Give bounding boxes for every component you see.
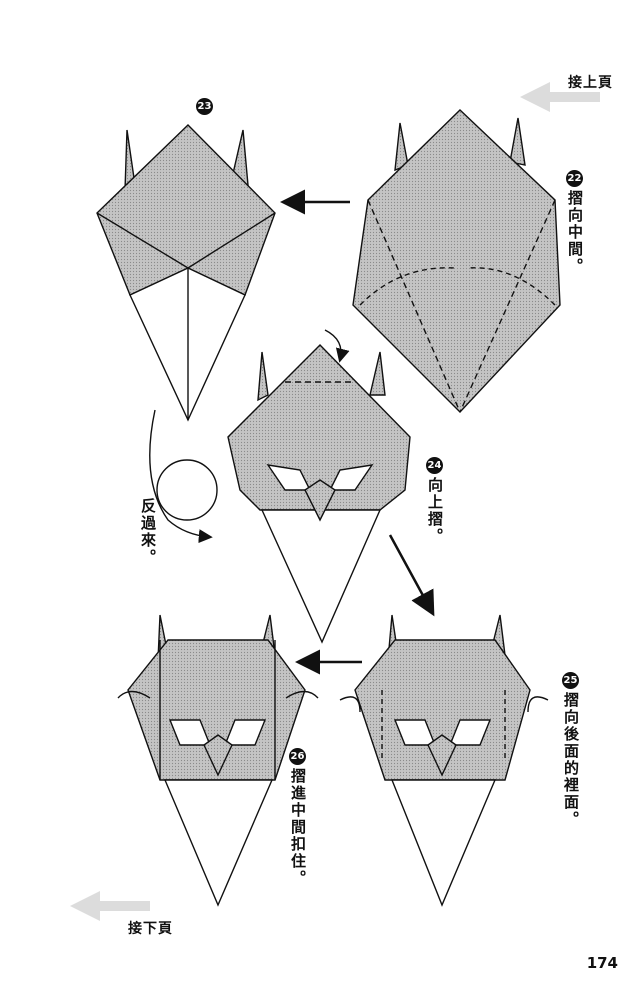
turn-over-symbol [149,409,218,544]
step-25-text: 摺向後面的裡面。 [562,692,580,828]
turn-over-text: 反過來。 [139,498,157,566]
step-22-text: 摺向中間。 [566,190,584,275]
step-25-figure [339,614,549,907]
next-page-label: 接上頁 [568,75,613,91]
step-24-number: 24 [426,457,443,474]
step-24-instruction: 24 向上摺。 [426,457,444,545]
step-25-instruction: 25 摺向後面的裡面。 [562,672,580,828]
step-22-number: 22 [566,170,583,187]
prev-page-arrow [70,891,150,921]
prev-page-label: 接下頁 [128,921,173,937]
next-page-arrow [520,82,600,112]
step-26-instruction: 26 摺進中間扣住。 [289,748,307,887]
step-26-figure [117,614,319,907]
step-25-number: 25 [562,672,579,689]
page-number: 174 [586,954,618,972]
step-22-figure [352,109,561,414]
step-23-number: 23 [196,98,213,115]
step-26-text: 摺進中間扣住。 [289,768,307,887]
step-23-figure [96,124,276,422]
step-24-figure [227,329,411,644]
step-26-number: 26 [289,748,306,765]
step-24-text: 向上摺。 [426,477,444,545]
step-22-instruction: 22 摺向中間。 [566,170,584,275]
step-arrow [388,534,435,617]
